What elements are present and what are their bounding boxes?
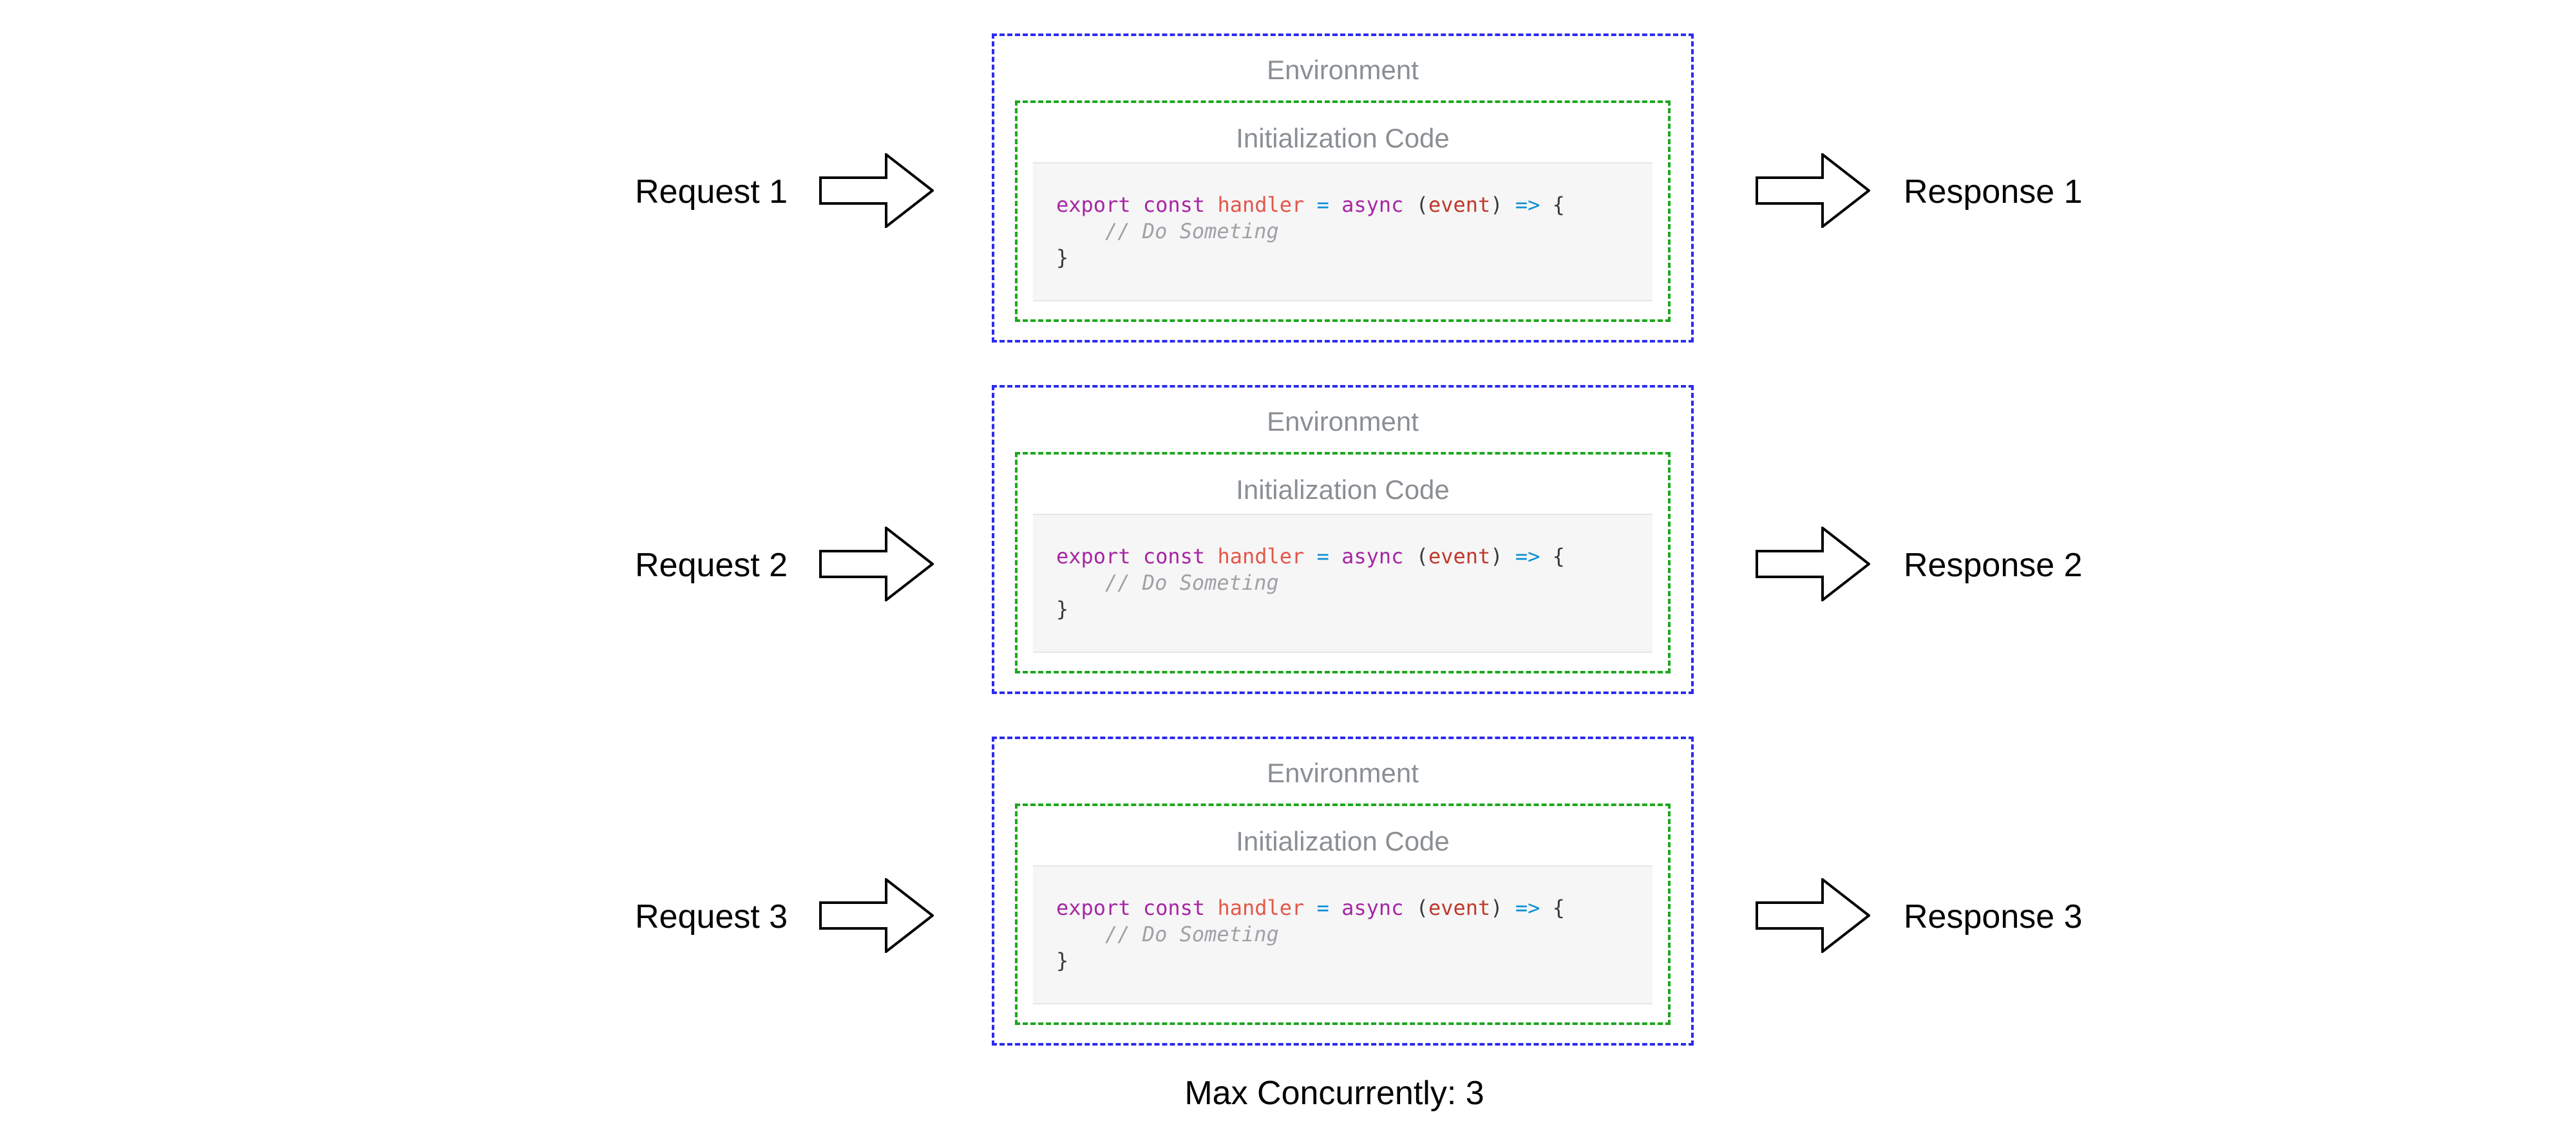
initialization-code-title: Initialization Code [1236, 123, 1450, 153]
code-token: export [1056, 896, 1131, 920]
arrow-right-icon [1756, 153, 1870, 228]
arrow-right-icon [1756, 527, 1870, 601]
code-token: { [1552, 896, 1565, 920]
code-token: => [1515, 193, 1540, 217]
code-token: handler [1217, 544, 1305, 569]
code-token: = [1316, 896, 1329, 920]
initialization-code-box: Initialization Code export const handler… [1015, 804, 1671, 1025]
environment-title: Environment [1267, 758, 1419, 788]
code-comment: // Do Someting [1105, 922, 1279, 946]
code-token: async [1341, 544, 1404, 569]
initialization-code-title: Initialization Code [1236, 826, 1450, 856]
code-token: => [1515, 896, 1540, 920]
code-token: event [1428, 544, 1491, 569]
code-block: export const handler = async (event) => … [1033, 865, 1653, 1004]
code-token: const [1142, 193, 1206, 217]
response-label-1: Response 1 [1904, 173, 2083, 211]
code-token: event [1428, 193, 1491, 217]
environment-box-2: Environment Initialization Code export c… [992, 385, 1694, 694]
environment-box-3: Environment Initialization Code export c… [992, 737, 1694, 1046]
response-label-3: Response 3 [1904, 898, 2083, 935]
arrow-right-icon [819, 153, 934, 228]
code-token: } [1056, 948, 1069, 973]
code-block: export const handler = async (event) => … [1033, 514, 1653, 653]
code-token: ( [1416, 896, 1428, 920]
code-comment: // Do Someting [1105, 219, 1279, 243]
code-token: { [1552, 544, 1565, 569]
code-token: handler [1217, 193, 1305, 217]
code-block: export const handler = async (event) => … [1033, 162, 1653, 301]
request-label-3: Request 3 [635, 898, 788, 935]
request-label-1: Request 1 [635, 173, 788, 211]
code-token: = [1316, 193, 1329, 217]
code-token: const [1142, 544, 1206, 569]
initialization-code-title: Initialization Code [1236, 475, 1450, 505]
response-label-2: Response 2 [1904, 547, 2083, 584]
code-token: => [1515, 544, 1540, 569]
code-token: event [1428, 896, 1491, 920]
code-comment: // Do Someting [1105, 570, 1279, 595]
arrow-right-icon [819, 527, 934, 601]
code-token: } [1056, 245, 1069, 270]
code-token: async [1341, 193, 1404, 217]
code-token: } [1056, 597, 1069, 621]
initialization-code-box: Initialization Code export const handler… [1015, 452, 1671, 673]
max-concurrency-label: Max Concurrently: 3 [1184, 1075, 1484, 1112]
environment-box-1: Environment Initialization Code export c… [992, 33, 1694, 343]
code-token: async [1341, 896, 1404, 920]
environment-title: Environment [1267, 406, 1419, 437]
code-token: ) [1490, 896, 1503, 920]
request-label-2: Request 2 [635, 547, 788, 584]
environment-title: Environment [1267, 55, 1419, 85]
arrow-right-icon [819, 878, 934, 953]
code-token: const [1142, 896, 1206, 920]
code-token: ( [1416, 193, 1428, 217]
initialization-code-box: Initialization Code export const handler… [1015, 100, 1671, 322]
code-token: export [1056, 544, 1131, 569]
code-token: export [1056, 193, 1131, 217]
code-token: { [1552, 193, 1565, 217]
code-token: = [1316, 544, 1329, 569]
code-token: ) [1490, 544, 1503, 569]
code-token: handler [1217, 896, 1305, 920]
arrow-right-icon [1756, 878, 1870, 953]
code-token: ) [1490, 193, 1503, 217]
code-token: ( [1416, 544, 1428, 569]
